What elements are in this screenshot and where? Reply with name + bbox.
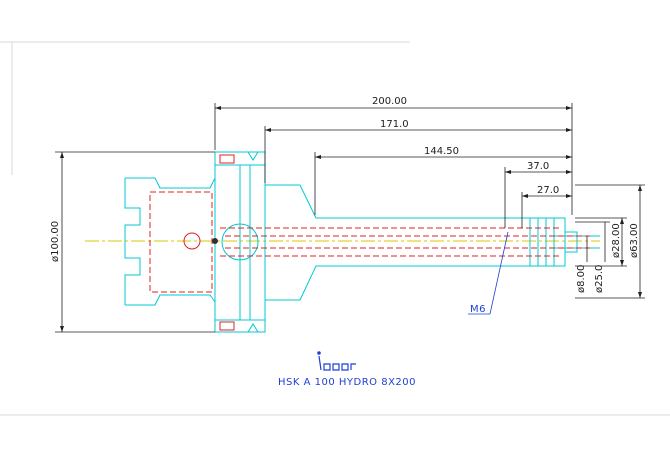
thread-leader: [468, 231, 509, 315]
dim-length-27: 27.0: [537, 185, 559, 196]
hidden-lines: [149, 191, 590, 293]
dim-dia-8: ø8.00: [576, 265, 587, 293]
dim-length-37: 37.0: [527, 161, 549, 172]
dim-dia-100: ø100.00: [50, 221, 61, 262]
coolant-port: [183, 232, 201, 250]
thread-label: M6: [470, 304, 486, 315]
pressure-screw: [212, 238, 218, 244]
dim-length-171: 171.0: [380, 119, 409, 130]
dim-length-144: 144.50: [424, 146, 459, 157]
sheet-border: [0, 41, 670, 416]
dim-overall-length: 200.00: [372, 96, 407, 107]
flange-keys: [219, 154, 235, 331]
drawing-caption: HSK A 100 HYDRO 8X200: [278, 377, 416, 388]
dim-dia-63: ø63.00: [629, 223, 640, 258]
dimension-arrows: [60, 106, 642, 332]
dim-dia-28: ø28.00: [611, 223, 622, 258]
dim-dia-25: ø25.0: [594, 265, 605, 293]
iscar-logo: [317, 351, 356, 371]
tool-outline: [124, 151, 600, 333]
dimension-lines: [55, 103, 645, 333]
